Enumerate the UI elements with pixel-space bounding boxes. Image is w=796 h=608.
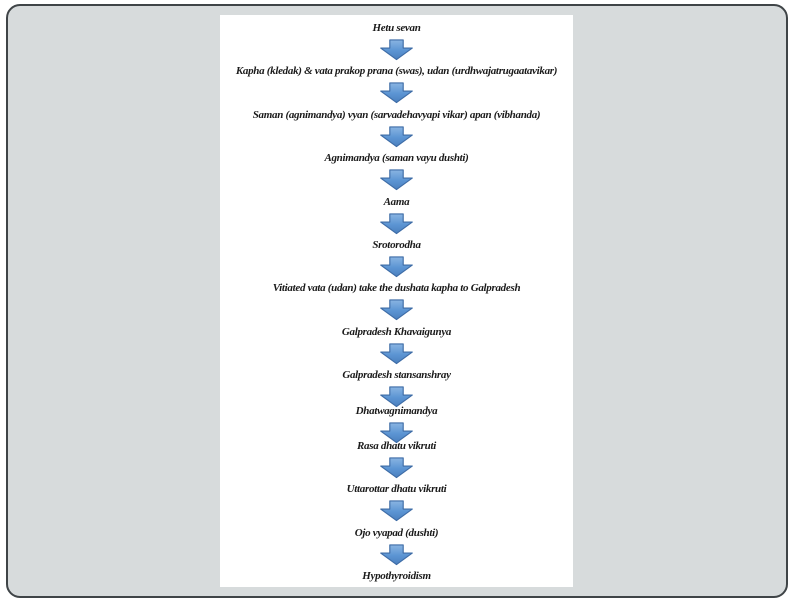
flowchart-panel: Hetu sevan Kapha (kledak) & vata prakop … [220, 15, 573, 587]
down-arrow-icon [380, 169, 413, 191]
step-label: Galpradesh Khavaigunya [341, 325, 452, 338]
step-label: Hetu sevan [372, 22, 421, 34]
step-label: Uttarottar dhatu vikruti [346, 483, 447, 496]
step-label: Kapha (kledak) & vata prakop prana (swas… [235, 65, 558, 78]
down-arrow-icon [380, 39, 413, 61]
down-arrow-icon [380, 343, 413, 364]
step-label: Dhatwagnimandya [355, 404, 438, 417]
down-arrow-icon [380, 299, 413, 321]
down-arrow-icon [380, 126, 413, 147]
step-label: Galpradesh stansanshray [342, 369, 451, 382]
step-label: Saman (agnimandya) vyan (sarvadehavyapi … [252, 108, 541, 121]
step-label: Ojo vyapad (dushti) [354, 526, 439, 539]
down-arrow-icon [380, 457, 413, 479]
down-arrow-icon [380, 212, 413, 234]
down-arrow-icon [380, 386, 413, 408]
step-label: Rasa dhatu vikruti [357, 439, 436, 452]
step-label: Hypothyroidism [362, 570, 431, 583]
step-label: Vitiated vata (udan) take the dushata ka… [272, 282, 521, 295]
down-arrow-icon [380, 82, 413, 104]
step-label: Aama [383, 195, 410, 208]
step-label: Srotorodha [372, 238, 421, 251]
down-arrow-icon [380, 500, 413, 522]
step-label: Agnimandya (saman vayu dushti) [324, 152, 469, 165]
down-arrow-icon [380, 256, 413, 278]
flowchart: Hetu sevan Kapha (kledak) & vata prakop … [220, 15, 573, 587]
down-arrow-icon [380, 544, 413, 565]
down-arrow-icon [380, 421, 413, 443]
slide-background: Hetu sevan Kapha (kledak) & vata prakop … [6, 4, 788, 598]
